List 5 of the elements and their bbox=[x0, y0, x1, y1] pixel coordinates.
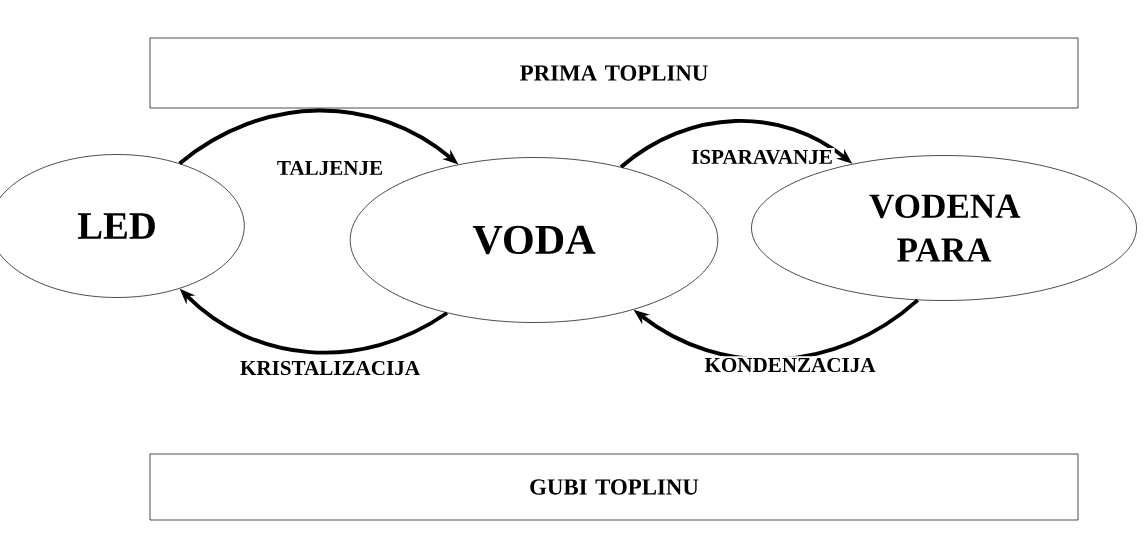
edge-label: ISPARAVANJE bbox=[689, 148, 835, 166]
heading-box: PRIMA TOPLINU bbox=[149, 37, 1079, 109]
edge-label: KRISTALIZACIJA bbox=[238, 359, 422, 377]
heading-box: GUBI TOPLINU bbox=[149, 453, 1079, 521]
edge-label: KONDENZACIJA bbox=[702, 356, 878, 374]
